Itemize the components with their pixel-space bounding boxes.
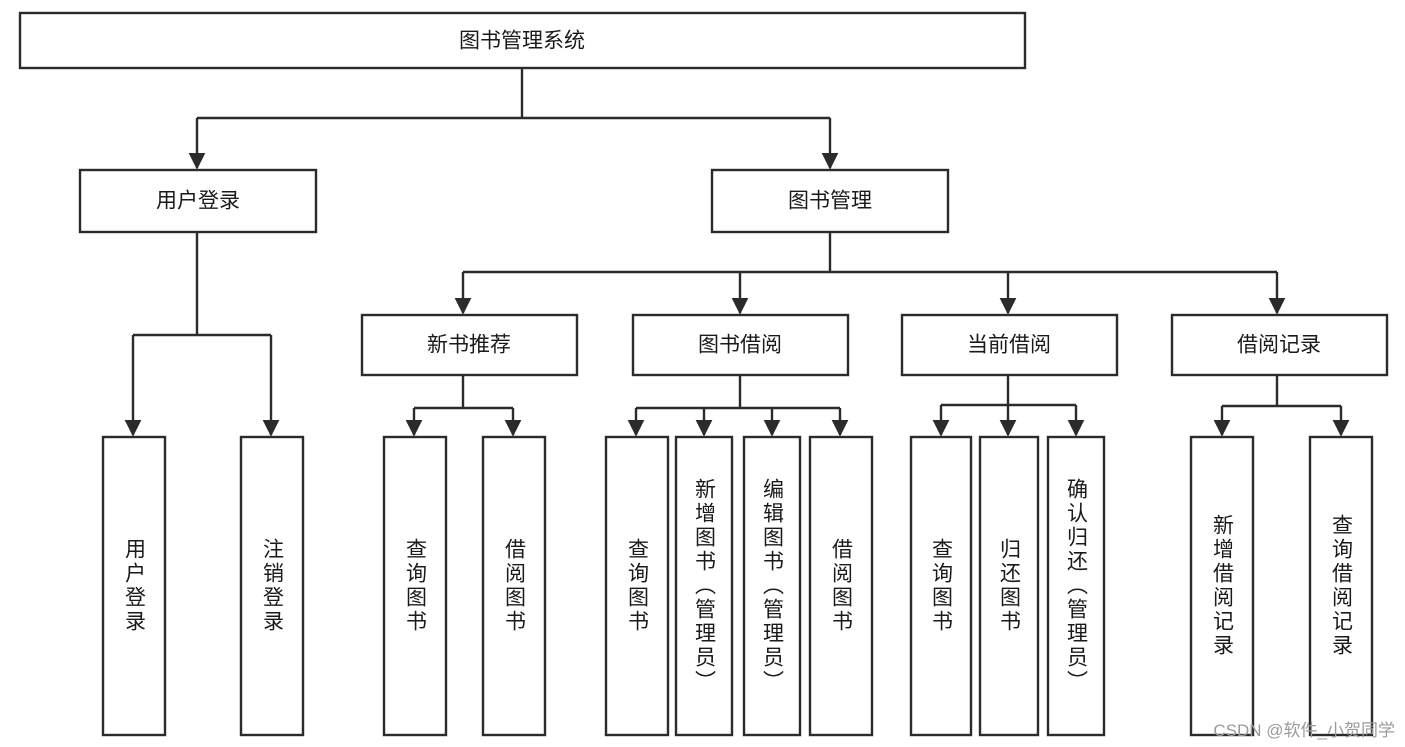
node-leaf-user-login-label: 用户登录 <box>123 538 147 634</box>
node-leaf-add-record-label: 新增借阅记录 <box>1211 514 1235 658</box>
node-user-login-label: 用户登录 <box>156 190 240 213</box>
node-leaf-borrow-book-2-box[interactable] <box>808 435 874 737</box>
node-leaf-query-book-1-box[interactable] <box>382 435 448 737</box>
node-leaf-borrow-book-2-label: 借阅图书 <box>830 538 854 634</box>
node-current-borrow[interactable]: 当前借阅 <box>900 313 1119 377</box>
node-leaf-query-book-2-box[interactable] <box>604 435 670 737</box>
node-borrow-record-label: 借阅记录 <box>1237 334 1321 357</box>
node-leaf-query-book-3[interactable]: 查询图书 <box>909 435 973 737</box>
node-book-management-label: 图书管理 <box>788 190 872 213</box>
node-leaf-borrow-book-1[interactable]: 借阅图书 <box>481 435 547 737</box>
node-leaf-add-record[interactable]: 新增借阅记录 <box>1189 435 1255 737</box>
node-leaf-query-book-3-label: 查询图书 <box>930 538 954 634</box>
node-leaf-confirm-return-label: 确认归还（管理员） <box>1065 478 1089 694</box>
node-new-book-recommend-label: 新书推荐 <box>427 334 511 357</box>
node-leaf-add-book-box[interactable] <box>674 435 734 737</box>
node-leaf-query-record-label: 查询借阅记录 <box>1330 514 1354 658</box>
edge-layer <box>124 68 1350 437</box>
node-leaf-return-book-label: 归还图书 <box>998 538 1022 634</box>
node-leaf-add-record-box[interactable] <box>1189 435 1255 737</box>
node-leaf-edit-book-box[interactable] <box>742 435 802 737</box>
node-new-book-recommend-box[interactable] <box>360 313 579 377</box>
node-leaf-edit-book-label: 编辑图书（管理员） <box>761 478 785 694</box>
node-leaf-logout-login-box[interactable] <box>239 435 305 737</box>
node-leaf-add-book[interactable]: 新增图书（管理员） <box>674 435 734 737</box>
node-leaf-confirm-return[interactable]: 确认归还（管理员） <box>1046 435 1106 737</box>
node-leaf-edit-book[interactable]: 编辑图书（管理员） <box>742 435 802 737</box>
node-leaf-logout-login[interactable]: 注销登录 <box>239 435 305 737</box>
node-leaf-query-record-box[interactable] <box>1308 435 1374 737</box>
node-leaf-logout-login-label: 注销登录 <box>261 538 285 634</box>
node-current-borrow-box[interactable] <box>900 313 1119 377</box>
node-leaf-query-record[interactable]: 查询借阅记录 <box>1308 435 1374 737</box>
node-leaf-return-book[interactable]: 归还图书 <box>978 435 1040 737</box>
node-user-login-box[interactable] <box>78 168 318 234</box>
node-leaf-confirm-return-box[interactable] <box>1046 435 1106 737</box>
node-leaf-query-book-1-label: 查询图书 <box>404 538 428 634</box>
node-leaf-query-book-2[interactable]: 查询图书 <box>604 435 670 737</box>
node-leaf-query-book-2-label: 查询图书 <box>626 538 650 634</box>
node-leaf-return-book-box[interactable] <box>978 435 1040 737</box>
node-leaf-user-login-box[interactable] <box>101 435 167 737</box>
node-leaf-borrow-book-2[interactable]: 借阅图书 <box>808 435 874 737</box>
node-book-borrow[interactable]: 图书借阅 <box>631 313 850 377</box>
node-book-management[interactable]: 图书管理 <box>710 168 950 234</box>
node-book-borrow-label: 图书借阅 <box>698 334 782 357</box>
node-root[interactable]: 图书管理系统 <box>18 11 1027 70</box>
node-leaf-user-login[interactable]: 用户登录 <box>101 435 167 737</box>
node-leaf-borrow-book-1-label: 借阅图书 <box>503 538 527 634</box>
node-book-management-box[interactable] <box>710 168 950 234</box>
node-borrow-record-box[interactable] <box>1170 313 1389 377</box>
node-book-borrow-box[interactable] <box>631 313 850 377</box>
node-borrow-record[interactable]: 借阅记录 <box>1170 313 1389 377</box>
node-leaf-add-book-label: 新增图书（管理员） <box>693 478 717 694</box>
node-leaf-query-book-3-box[interactable] <box>909 435 973 737</box>
node-current-borrow-label: 当前借阅 <box>967 334 1051 357</box>
node-leaf-query-book-1[interactable]: 查询图书 <box>382 435 448 737</box>
node-root-box[interactable] <box>18 11 1027 70</box>
node-root-label: 图书管理系统 <box>459 30 585 53</box>
node-user-login[interactable]: 用户登录 <box>78 168 318 234</box>
node-new-book-recommend[interactable]: 新书推荐 <box>360 313 579 377</box>
node-leaf-borrow-book-1-box[interactable] <box>481 435 547 737</box>
